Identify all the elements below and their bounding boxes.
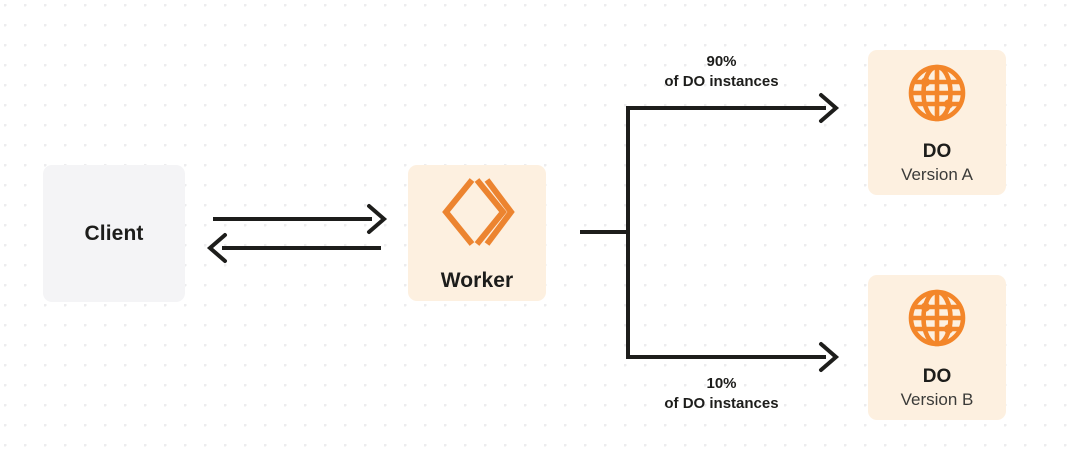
cloudflare-workers-icon [439, 176, 515, 253]
node-do-version-a[interactable]: DO Version A [868, 50, 1006, 195]
node-do-a-subtitle: Version A [901, 165, 973, 185]
node-worker-label: Worker [440, 268, 514, 292]
arrow-client-to-worker [213, 204, 388, 234]
branch-spine [580, 106, 630, 359]
arrow-worker-to-do-a [626, 93, 840, 123]
node-do-b-subtitle: Version B [900, 390, 974, 410]
edge-label-do-b-percent: 10% [706, 375, 737, 392]
edge-label-do-a-percent: 90% [706, 53, 737, 70]
durable-object-globe-icon [905, 61, 969, 130]
edge-label-do-b: 10% of DO instances [624, 374, 819, 414]
node-do-a-title: DO [922, 140, 952, 162]
arrow-worker-to-client [206, 233, 381, 263]
edge-label-do-a: 90% of DO instances [624, 52, 819, 92]
arrow-worker-to-do-b [626, 342, 840, 372]
edge-label-do-a-description: of DO instances [664, 72, 779, 90]
node-do-version-b[interactable]: DO Version B [868, 275, 1006, 420]
node-client[interactable]: Client [43, 165, 185, 302]
durable-object-globe-icon [905, 286, 969, 355]
node-do-b-title: DO [922, 365, 952, 387]
node-worker[interactable]: Worker [408, 165, 546, 301]
node-client-label: Client [84, 221, 144, 245]
edge-label-do-b-description: of DO instances [664, 394, 779, 412]
